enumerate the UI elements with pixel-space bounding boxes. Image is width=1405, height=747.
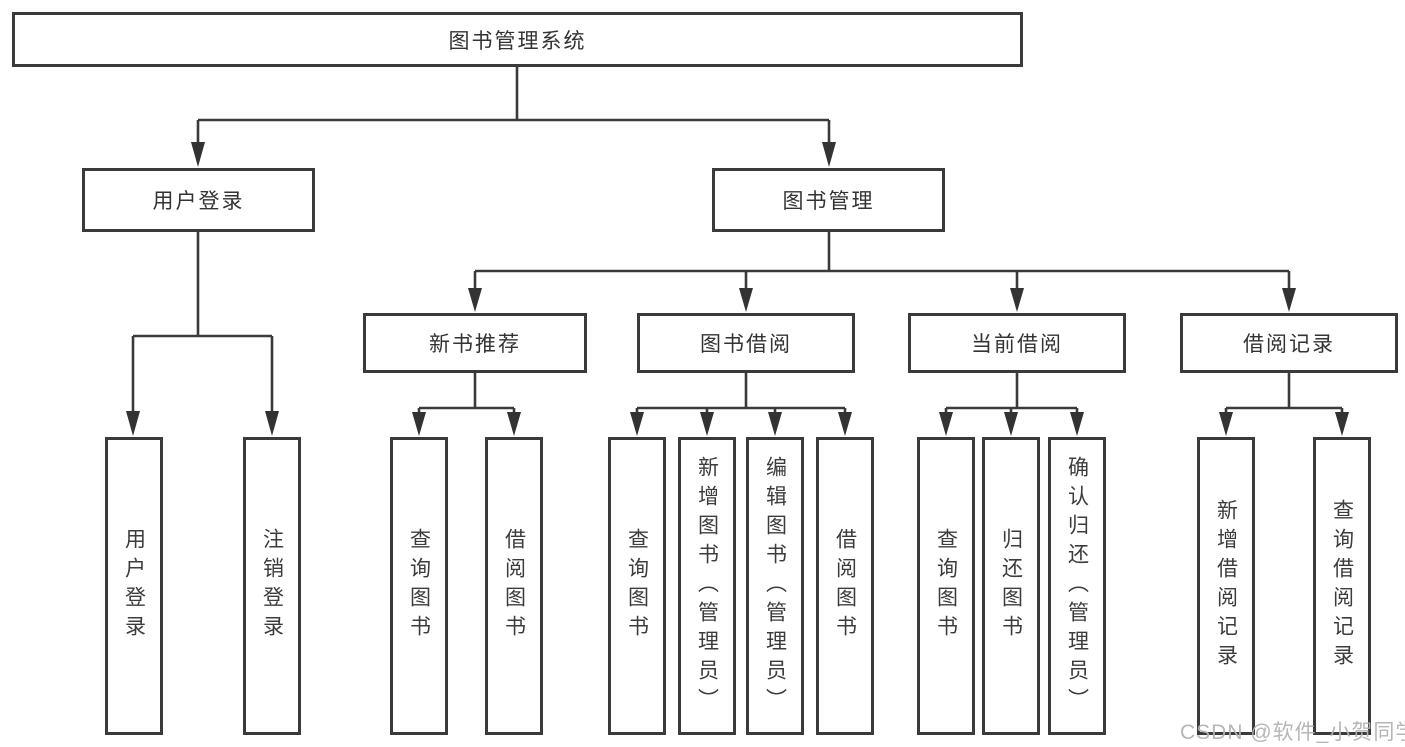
leaf-add-borrow-record: 新增借阅记录: [1197, 437, 1255, 735]
leaf-user-login: 用户登录: [105, 437, 163, 735]
node-new-book-recommend: 新书推荐: [363, 313, 587, 373]
leaf-borrow-books: 借阅图书: [816, 437, 874, 735]
node-current-borrowing: 当前借阅: [908, 313, 1126, 373]
connector-records-children: [1219, 373, 1349, 436]
leaf-query-books-current: 查询图书: [917, 437, 975, 735]
leaf-confirm-return-admin: 确认归还（管理员）: [1048, 437, 1106, 735]
node-book-borrowing: 图书借阅: [637, 313, 855, 373]
leaf-return-books: 归还图书: [982, 437, 1040, 735]
connector-user-login-children: [126, 232, 279, 436]
leaf-edit-books-admin: 编辑图书（管理员）: [746, 437, 804, 735]
leaf-logout: 注销登录: [243, 437, 301, 735]
leaf-borrow-books-recommend: 借阅图书: [485, 437, 543, 735]
csdn-watermark: CSDN @软件_小贺同学: [1180, 721, 1405, 744]
leaf-query-books-borrowing: 查询图书: [608, 437, 666, 735]
leaf-add-books-admin: 新增图书（管理员）: [678, 437, 736, 735]
node-book-management: 图书管理: [712, 168, 945, 232]
connector-current-children: [939, 373, 1084, 436]
connector-book-mgmt-children: [468, 232, 1296, 312]
node-library-system: 图书管理系统: [12, 12, 1023, 67]
connector-new-book-children: [412, 373, 521, 436]
node-user-login: 用户登录: [82, 168, 315, 232]
leaf-query-books-recommend: 查询图书: [390, 437, 448, 735]
connector-root-to-level2: [191, 67, 836, 167]
leaf-query-borrow-record: 查询借阅记录: [1313, 437, 1371, 735]
connector-borrowing-children: [630, 373, 852, 436]
node-borrowing-records: 借阅记录: [1180, 313, 1398, 373]
